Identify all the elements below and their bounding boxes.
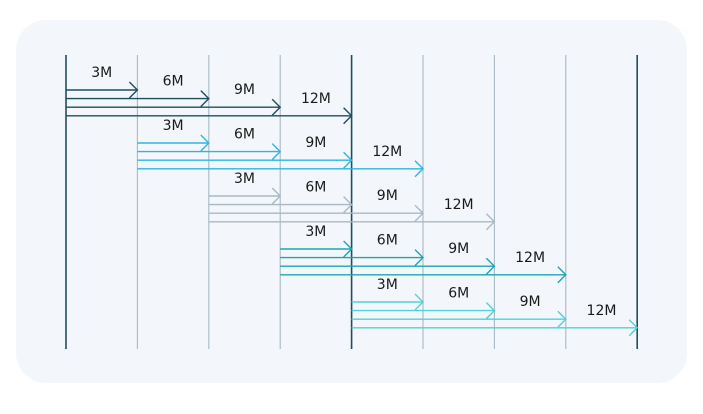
arrow-label: 6M [163,74,184,90]
arrow-label: 9M [448,241,469,257]
arrowhead-icon [271,143,282,161]
arrow-label: 3M [305,224,326,240]
column-dividers [65,55,639,349]
arrow-label: 12M [515,250,545,266]
arrow-label: 9M [377,188,398,204]
arrowhead-icon [343,196,353,214]
arrow-group: 3M 6M 9M 12M [208,171,496,231]
arrowhead-icon [414,160,424,178]
arrow-group: 3M 6M 9M 12M [66,65,353,125]
arrow-label: 6M [377,233,398,249]
arrow-label: 6M [305,180,326,196]
arrowhead-icon [200,134,210,152]
arrow-label: 12M [301,91,331,107]
arrow-label: 9M [234,82,255,98]
arrowhead-icon [485,257,496,275]
arrowhead-icon [557,266,567,284]
arrowhead-icon [557,310,567,328]
arrow-label: 3M [91,65,112,81]
arrow-label: 9M [520,294,541,310]
arrowhead-icon [485,302,496,320]
arrow-label: 3M [234,171,255,187]
arrowhead-icon [343,240,353,258]
arrow-group: 3M 6M 9M 12M [280,224,567,284]
arrowhead-icon [343,107,353,125]
arrow-label: 3M [163,118,184,134]
arrow-group: 3M 6M 9M 12M [351,277,639,337]
arrow-group: 3M 6M 9M 12M [137,118,424,178]
arrowhead-icon [343,151,353,169]
arrowhead-icon [414,204,424,222]
arrowhead-icon [628,319,639,337]
arrow-label: 12M [587,303,617,319]
arrow-label: 3M [377,277,398,293]
arrow-label: 6M [234,127,255,143]
arrowhead-icon [200,90,210,108]
arrow-groups: 3M 6M 9M 12M 3M 6M 9M 12M 3M 6M 9M 12M 3M 6M 9M 12M 3M 6M… [66,65,639,337]
arrow-label: 9M [305,135,326,151]
arrow-label: 12M [372,144,402,160]
arrow-label: 12M [444,197,474,213]
arrowhead-icon [414,293,424,311]
arrowhead-icon [271,98,282,116]
arrowhead-icon [128,81,139,99]
arrowhead-icon [414,249,424,267]
arrowhead-icon [271,187,282,205]
arrowhead-icon [485,213,496,231]
arrow-label: 6M [448,286,469,302]
